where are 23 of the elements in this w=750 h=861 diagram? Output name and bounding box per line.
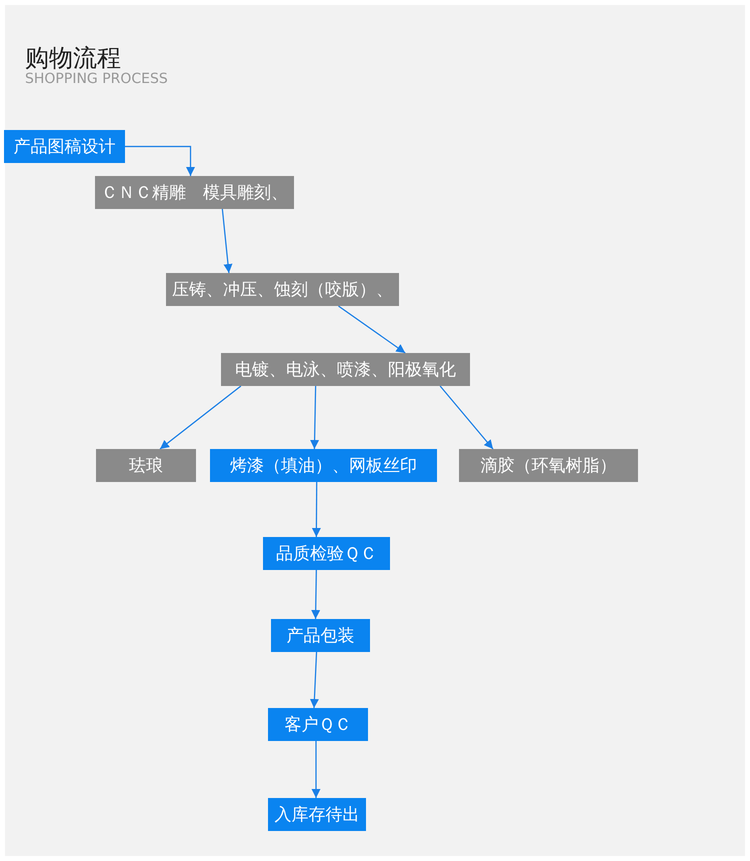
arrow [310,386,320,450]
arrow [310,652,319,708]
arrow [440,386,494,450]
process-box: 客户ＱＣ [268,708,368,741]
arrow [311,570,320,620]
process-box: 烤漆（填油）、网板丝印 [210,449,437,482]
arrow [338,306,406,354]
title: 购物流程 [25,43,121,72]
process-box: 滴胶（环氧树脂） [459,449,638,482]
process-box: 珐琅 [96,449,196,482]
process-box: 电镀、电泳、喷漆、阳极氧化 [221,353,470,386]
arrow [312,482,321,537]
process-box: 入库存待出 [268,798,366,831]
arrow [222,208,232,274]
process-box: 产品图稿设计 [4,130,125,163]
process-box: 压铸、冲压、蚀刻（咬版）、 [166,273,399,306]
arrow [125,146,196,176]
process-box: ＣＮＣ精雕 模具雕刻、 [95,176,294,209]
process-box: 品质检验ＱＣ [263,537,390,570]
arrow [160,386,242,450]
arrow [312,741,321,798]
subtitle: SHOPPING PROCESS [25,71,168,87]
process-box: 产品包装 [271,619,370,652]
